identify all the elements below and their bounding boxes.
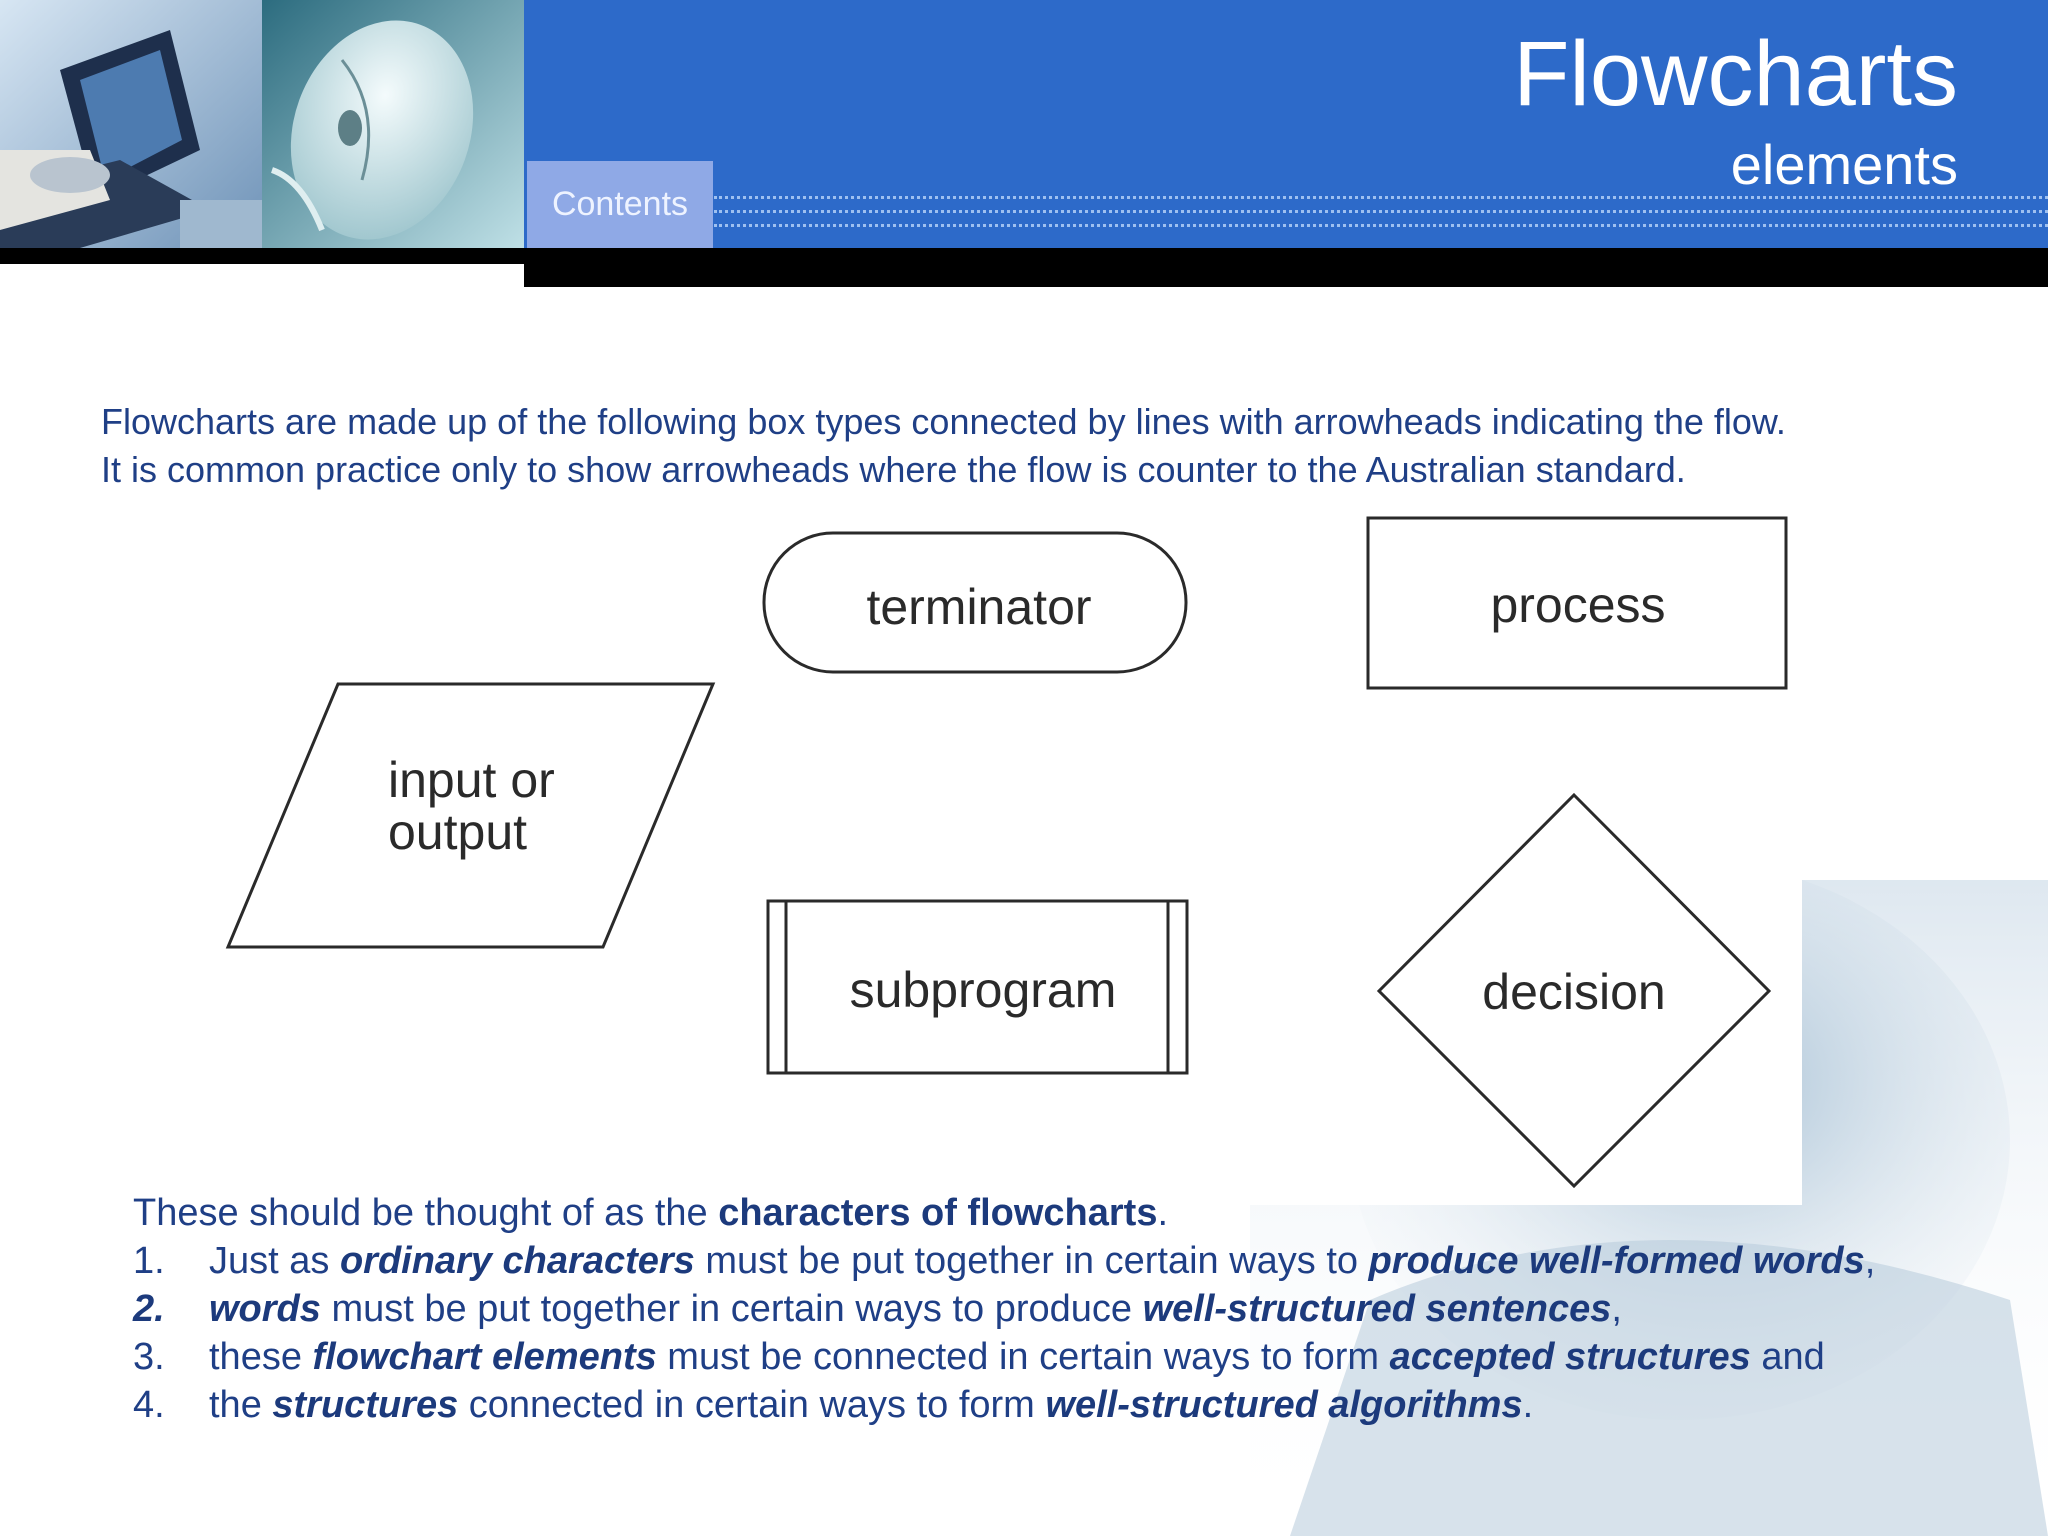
process-shape: process <box>1366 516 1788 690</box>
divider-bar <box>0 248 524 264</box>
intro-line: It is common practice only to show arrow… <box>101 449 1686 490</box>
subprogram-shape: subprogram <box>766 899 1189 1075</box>
io-label-line1: input or <box>388 752 555 808</box>
laptop-photo <box>0 0 262 248</box>
dotted-rule <box>714 224 2048 227</box>
input-output-shape: input or output <box>225 682 716 949</box>
intro-line: Flowcharts are made up of the following … <box>101 401 1786 442</box>
lead-emphasis: characters of flowcharts <box>718 1192 1158 1234</box>
item-number: 1. <box>133 1240 165 1282</box>
lead-sentence: These should be thought of as the charac… <box>133 1189 1168 1237</box>
numbered-points: 1. Just as ordinary characters must be p… <box>133 1237 1875 1429</box>
dotted-rule <box>714 196 2048 199</box>
slide-subtitle: elements <box>1730 133 1958 196</box>
contents-tab[interactable]: Contents <box>527 161 713 248</box>
lead-end: . <box>1157 1192 1169 1234</box>
divider-bar <box>524 248 2048 287</box>
terminator-label: terminator <box>866 579 1091 635</box>
title-band <box>524 0 2048 248</box>
subprogram-label: subprogram <box>850 962 1117 1018</box>
item-number: 2. <box>133 1288 165 1330</box>
header-photo-strip <box>0 0 524 248</box>
list-item: 1. Just as ordinary characters must be p… <box>133 1237 1875 1285</box>
item-text: these flowchart elements must be connect… <box>209 1336 1825 1378</box>
lead-text: These should be thought of as the <box>133 1192 719 1234</box>
list-item: 4. the structures connected in certain w… <box>133 1381 1875 1429</box>
decision-shape: decision <box>1376 792 1772 1189</box>
io-label-line2: output <box>388 804 527 860</box>
list-item: 3. these flowchart elements must be conn… <box>133 1333 1875 1381</box>
list-item: 2. words must be put together in certain… <box>133 1285 1875 1333</box>
dotted-rule <box>714 210 2048 213</box>
item-text: the structures connected in certain ways… <box>209 1384 1534 1426</box>
intro-text: Flowcharts are made up of the following … <box>101 398 2001 494</box>
process-label: process <box>1490 577 1665 633</box>
item-text: Just as ordinary characters must be put … <box>209 1240 1876 1282</box>
slide-header: Contents Flowcharts elements <box>0 0 2048 287</box>
computer-mouse-photo <box>262 0 524 248</box>
item-number: 4. <box>133 1384 165 1426</box>
slide-title: Flowcharts <box>1513 23 1958 125</box>
item-text: words must be put together in certain wa… <box>209 1288 1622 1330</box>
item-number: 3. <box>133 1336 165 1378</box>
decision-label: decision <box>1482 964 1665 1020</box>
terminator-shape: terminator <box>762 531 1188 674</box>
